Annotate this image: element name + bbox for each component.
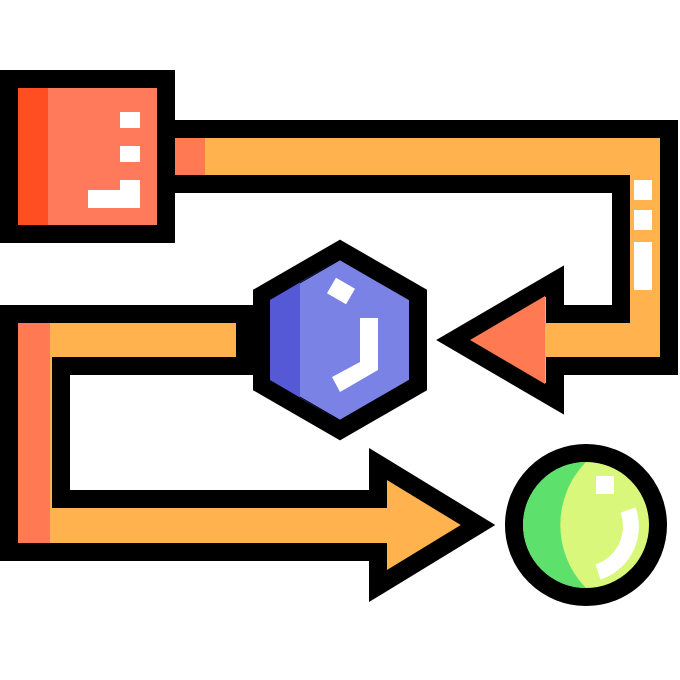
highlight-mark (634, 242, 652, 290)
arrow-square-to-hexagon (166, 120, 678, 415)
circle-node (505, 444, 667, 606)
arrow-hexagon-to-circle (0, 305, 496, 603)
highlight-mark (634, 210, 652, 230)
hexagon-node (253, 239, 427, 441)
square-node (0, 70, 175, 243)
highlight-mark (634, 180, 652, 200)
